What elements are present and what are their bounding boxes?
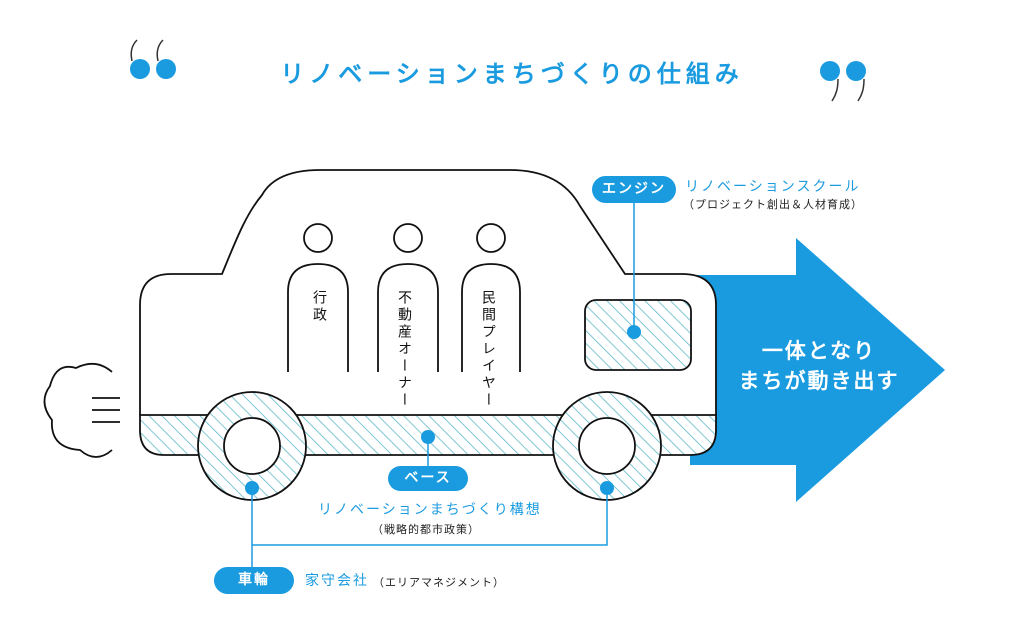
forward-arrow [690,238,945,502]
base-sub-label: （戦略的都市政策） [372,523,480,536]
arrow-text: 一体となり まちが動き出す [724,336,914,396]
exhaust-cloud-icon [43,362,120,458]
connector-dots [245,325,641,495]
close-quote-icon [820,61,866,102]
base-label: リノベーションまちづくり構想 [318,502,542,518]
base-tag: ベース [388,466,468,491]
open-quote-icon [130,39,176,79]
engine-tag: エンジン [592,176,676,203]
passenger-player [461,223,521,372]
person-icon [476,223,506,253]
person-icon [393,223,423,253]
wheels-label: 家守会社 [305,573,369,589]
passenger-owner [377,223,439,372]
arrow-text-line1: 一体となり [761,339,877,363]
passenger-label-player: 民間プレイヤー [480,290,496,409]
wheels-tag: 車輪 [214,567,294,594]
wheels-sub-label: （エリアマネジメント） [373,576,505,589]
person-icon [303,223,333,253]
engine-sub-label: （プロジェクト創出＆人材育成） [683,198,863,211]
passenger-label-gyosei: 行政 [311,290,327,324]
arrow-text-line2: まちが動き出す [738,369,900,393]
passenger-gyosei [287,223,349,372]
page-title: リノベーションまちづくりの仕組み [280,60,744,88]
front-wheel [552,391,662,501]
passenger-label-owner: 不動産オーナー [396,290,412,409]
connectors [251,203,635,567]
rear-wheel [197,391,307,501]
engine-label: リノベーションスクール [685,179,861,195]
